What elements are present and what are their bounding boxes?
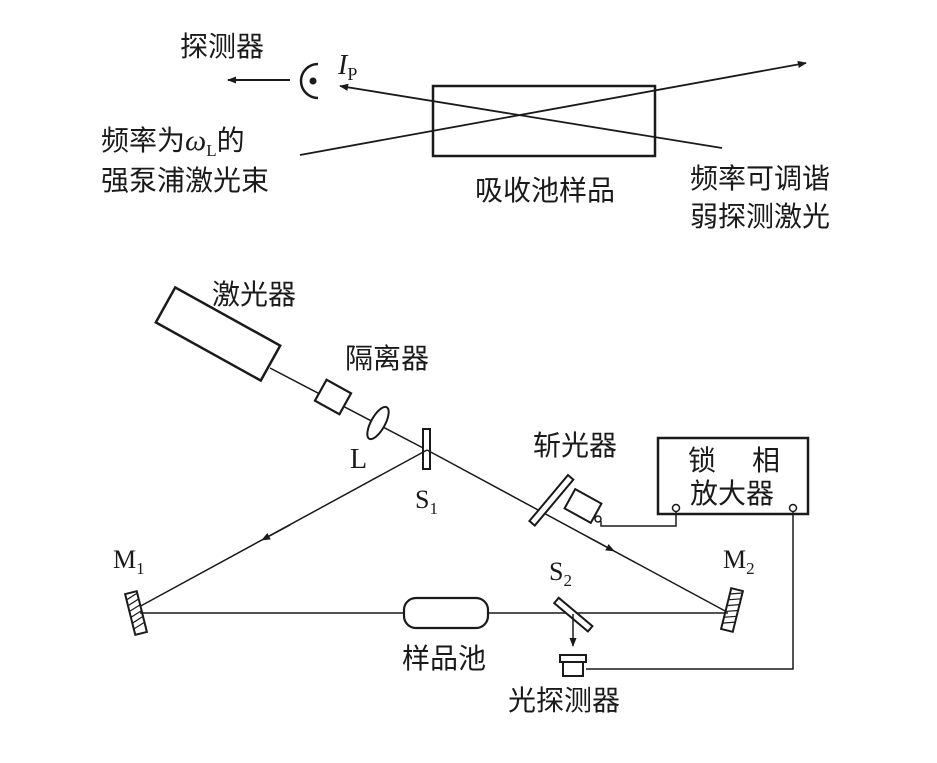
lock-in-label-char1: 锁: [688, 444, 716, 477]
sample-cell-label: 样品池: [402, 642, 486, 675]
probe-label-line2: 弱探测激光: [690, 200, 830, 233]
beam-laser-to-splitter: [269, 367, 428, 451]
pump-label-line1: 频率为ωL的: [101, 124, 245, 160]
probe-intensity-label: IP: [337, 50, 357, 84]
mirror-m2: [719, 586, 745, 634]
top-saturation-scheme: 探测器 IP 频率为ωL的 强泵浦激光束 吸收池样品 频率可调谐 弱探测激光: [101, 30, 830, 233]
pump-beam: [299, 60, 807, 156]
lock-in-label-line2: 放大器: [690, 477, 774, 510]
laser-body: [154, 285, 282, 383]
chopper-label: 斩光器: [533, 429, 617, 462]
splitter-s1-label: S1: [415, 485, 438, 518]
probe-label-line1: 频率可调谐: [690, 162, 830, 195]
lock-in-signal-port: [788, 503, 798, 513]
beam-splitter-to-m2-arrow: [587, 536, 615, 552]
sample-cell: [402, 596, 490, 630]
beam-splitter-to-m1-arrow: [261, 524, 291, 541]
absorption-cell: [431, 84, 657, 158]
photodetector-label: 光探测器: [508, 684, 620, 717]
probe-beam: [339, 83, 723, 149]
lock-in-ref-port: [671, 503, 681, 513]
laser-label: 激光器: [212, 278, 296, 311]
mirror-m2-label: M2: [723, 545, 755, 578]
lock-in-label-char2: 相: [752, 444, 780, 477]
mirror-m1: [123, 589, 149, 637]
splitter-s1: [422, 428, 431, 470]
lens-label: L: [350, 444, 367, 475]
isolator: [313, 378, 353, 416]
photodetector-icon: [559, 654, 587, 677]
pump-label-line2: 强泵浦激光束: [101, 164, 269, 197]
chopper-motor: [563, 487, 603, 525]
cell-label: 吸收池样品: [475, 174, 615, 207]
bottom-experiment-setup: 激光器 隔离器 L S1 斩光器 锁 相 放大器: [113, 278, 810, 717]
detector-dot: [309, 77, 317, 85]
chopper-output-node: [594, 515, 602, 523]
chopper-to-lockin-cable: [600, 512, 677, 527]
lens: [366, 405, 390, 441]
chopper-blade: [528, 473, 575, 527]
top-detector-label: 探测器: [180, 30, 264, 63]
lock-in-amplifier: [656, 436, 810, 516]
detector-to-lockin-cable: [586, 512, 794, 670]
beam-splitter-to-m2: [426, 449, 728, 613]
detector-icon: [299, 62, 319, 100]
splitter-s2-label: S2: [549, 557, 572, 590]
mirror-m1-label: M1: [113, 545, 145, 578]
isolator-label: 隔离器: [345, 342, 429, 375]
